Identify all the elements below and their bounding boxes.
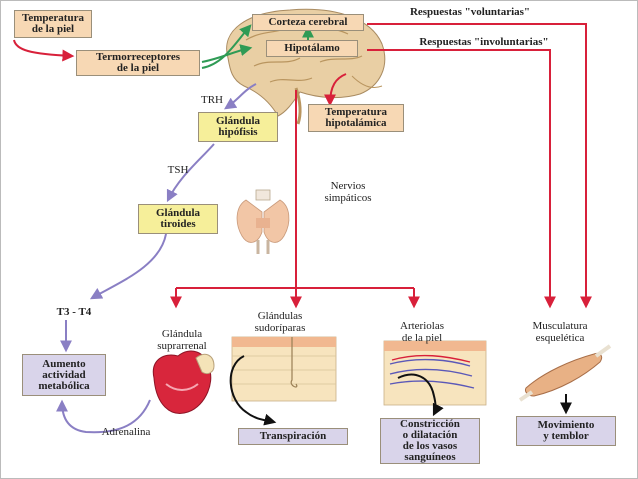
- muscle-icon: [518, 344, 612, 402]
- sympathetic-nerves-label: Nervios simpáticos: [324, 180, 372, 204]
- adrenal-gland-label: Glándula suprarrenal: [157, 328, 207, 352]
- adrenal-gland-icon: [152, 350, 215, 414]
- arteriole-vessel-arrow: [397, 373, 444, 417]
- thyroid-hormone-arrow: [89, 233, 167, 300]
- adrenaline-arrow: [56, 399, 151, 434]
- skin-temperature-box: Temperatura de la piel: [14, 10, 92, 38]
- t3-t4-label: T3 - T4: [56, 306, 92, 318]
- involuntary-arrow: [367, 49, 556, 309]
- thermoreceptors-box: Termorreceptores de la piel: [76, 50, 200, 76]
- involuntary-responses-label: Respuestas "involuntarias": [419, 36, 549, 48]
- tsh-label: TSH: [167, 164, 189, 176]
- adrenaline-label: Adrenalina: [101, 426, 151, 438]
- skin-section-icon: [383, 340, 487, 406]
- vasomotion-box: Constricción o dilatación de los vasos s…: [380, 418, 480, 464]
- thyroid-gland-box: Glándula tiroides: [138, 204, 218, 234]
- cerebral-cortex-box: Corteza cerebral: [252, 14, 364, 31]
- metabolic-activity-box: Aumento actividad metabólica: [22, 354, 106, 396]
- skin-temp-arrow: [13, 39, 75, 62]
- movement-shivering-box: Movimiento y temblor: [516, 416, 616, 446]
- trh-label: TRH: [201, 94, 223, 106]
- voluntary-arrow: [367, 23, 592, 309]
- hypothalamus-box: Hipotálamo: [266, 40, 358, 57]
- pituitary-gland-box: Glándula hipófisis: [198, 112, 278, 142]
- receptor-cortex-arrow: [201, 24, 252, 69]
- thyroid-icon: [236, 189, 290, 254]
- sweat-glands-label: Glándulas sudoríparas: [254, 310, 306, 334]
- hypothalamic-temp-arrow: [324, 73, 347, 107]
- trh-arrow: [224, 83, 257, 110]
- voluntary-responses-label: Respuestas "voluntarias": [409, 6, 531, 18]
- skeletal-muscle-label: Musculatura esquelética: [532, 320, 588, 344]
- skin-section-icon: [231, 336, 337, 402]
- transpiration-box: Transpiración: [238, 428, 348, 445]
- hypothalamic-temperature-box: Temperatura hipotalámica: [308, 104, 404, 132]
- arterioles-label: Arteriolas de la piel: [400, 320, 444, 344]
- sweat-transpiration-arrow: [229, 355, 277, 426]
- tsh-arrow: [166, 143, 215, 203]
